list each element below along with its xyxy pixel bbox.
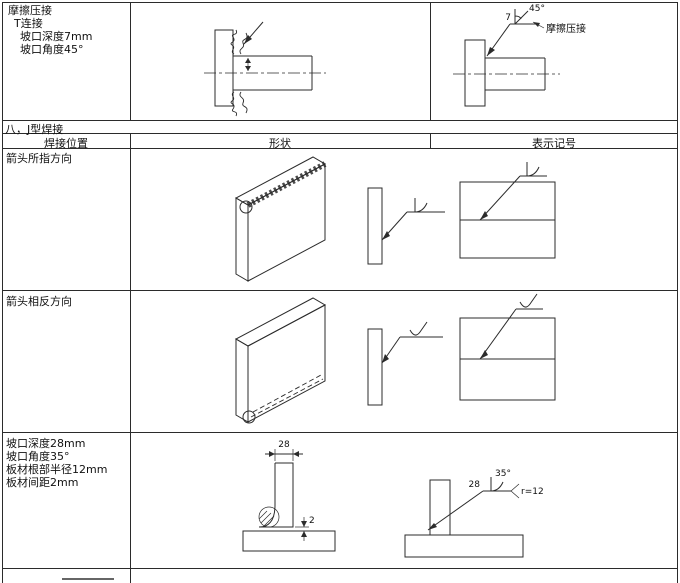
label-line: 坡口深度28mm [6,437,86,450]
j-groove-symbol-other-side [409,321,428,336]
table-border-line [2,568,678,569]
depth-dim-label: 28 [469,480,481,490]
friction-symbol-drawing: 45° 7 摩擦压接 [453,4,586,107]
header-welding-position: 焊接位置 [44,137,88,150]
weld-hatch [258,510,275,527]
header-shape: 形状 [269,137,291,150]
angle-label: 45° [529,4,545,14]
leader-line [479,308,517,360]
arrowhead [245,66,251,71]
groove-end-circle [239,200,253,214]
column-divider [430,2,431,120]
header-symbol: 表示记号 [532,137,576,150]
j-groove-symbol [490,477,504,492]
arrow-side-row-drawings [234,156,556,282]
base-plate [242,530,336,552]
arrowhead [301,531,307,537]
label-line: 坡口角度45° [20,43,84,56]
table-border-line [2,2,678,3]
root-radius-circle [258,506,280,528]
hidden-weld-seam [252,374,322,413]
j-groove-curve [258,463,276,528]
table-border-line [2,133,678,134]
block-side-face [235,197,249,282]
base-plate [404,534,524,558]
column-divider [130,133,131,583]
friction-tjoint-drawing [204,21,326,117]
label-line: 坡口深度7mm [20,30,93,43]
section-heading: 八，J型焊接 [5,123,64,136]
arrowhead [244,35,252,44]
block-top-face [234,156,327,206]
vertical-plate [214,29,234,107]
groove-weld-symbol [514,9,529,25]
leader-line [381,211,408,241]
other-side-row-drawings [234,293,556,424]
label-line: 摩擦压接 [8,4,52,17]
vertical-plate [429,479,451,536]
friction-weld-labels: 摩擦压接 T连接 坡口深度7mm 坡口角度45° [8,4,92,56]
table-border-line [2,148,678,149]
groove-end-circle [242,410,256,424]
tail-fork [510,483,520,499]
table-border-line [2,120,678,121]
leader-line [427,490,484,531]
block-side-face [235,338,249,423]
leader-line [381,336,401,364]
block-top-face [234,297,327,347]
hidden-weld-seam [250,378,324,418]
arrowhead [301,521,307,527]
note-label: 摩擦压接 [546,22,586,35]
table-border-line [677,2,678,583]
row-other-side-label: 箭头相反方向 [6,295,72,308]
j-groove-symbol [526,162,540,177]
j-groove-symbol-other-side [519,293,538,308]
column-divider [430,133,431,148]
label-line: T连接 [14,17,43,30]
flash-squiggle [230,29,238,55]
leader-line [486,23,511,57]
dimensioned-row-drawings: 28 2 28 35° r=12 [242,440,544,558]
arrowhead [269,451,275,457]
label-line: 板材间距2mm [6,476,79,489]
horizontal-bar [485,57,546,91]
gap-dim-label: 2 [309,516,315,526]
depth-label: 7 [505,13,511,23]
vertical-plate [259,462,294,528]
table-border-line [2,432,678,433]
angle-dim-label: 35° [495,469,511,479]
vertical-plate [464,39,486,107]
j-groove-symbol [414,198,428,213]
cutoff-text-fragment [62,578,114,580]
arrowhead [533,22,540,27]
plate-side-view [367,328,383,406]
row-dimensioned-labels: 坡口深度28mm 坡口角度35° 板材根部半径12mm 板材间距2mm [6,437,107,489]
flash-squiggle [230,91,238,117]
width-dim-label: 28 [278,440,290,450]
table-border-line [2,290,678,291]
column-divider [130,2,131,120]
plate-side-view [367,187,383,265]
block-front-face [247,304,326,423]
label-line: 坡口角度35° [6,450,70,463]
leader-line [479,175,521,221]
arrowhead [245,58,251,63]
flash-squiggle [239,32,248,55]
radius-dim-label: r=12 [521,487,544,497]
row-arrow-side-label: 箭头所指方向 [6,152,72,165]
label-line: 板材根部半径12mm [6,463,108,476]
table-border-line [2,2,3,583]
arrowhead [293,451,299,457]
flash-squiggle [239,91,248,114]
